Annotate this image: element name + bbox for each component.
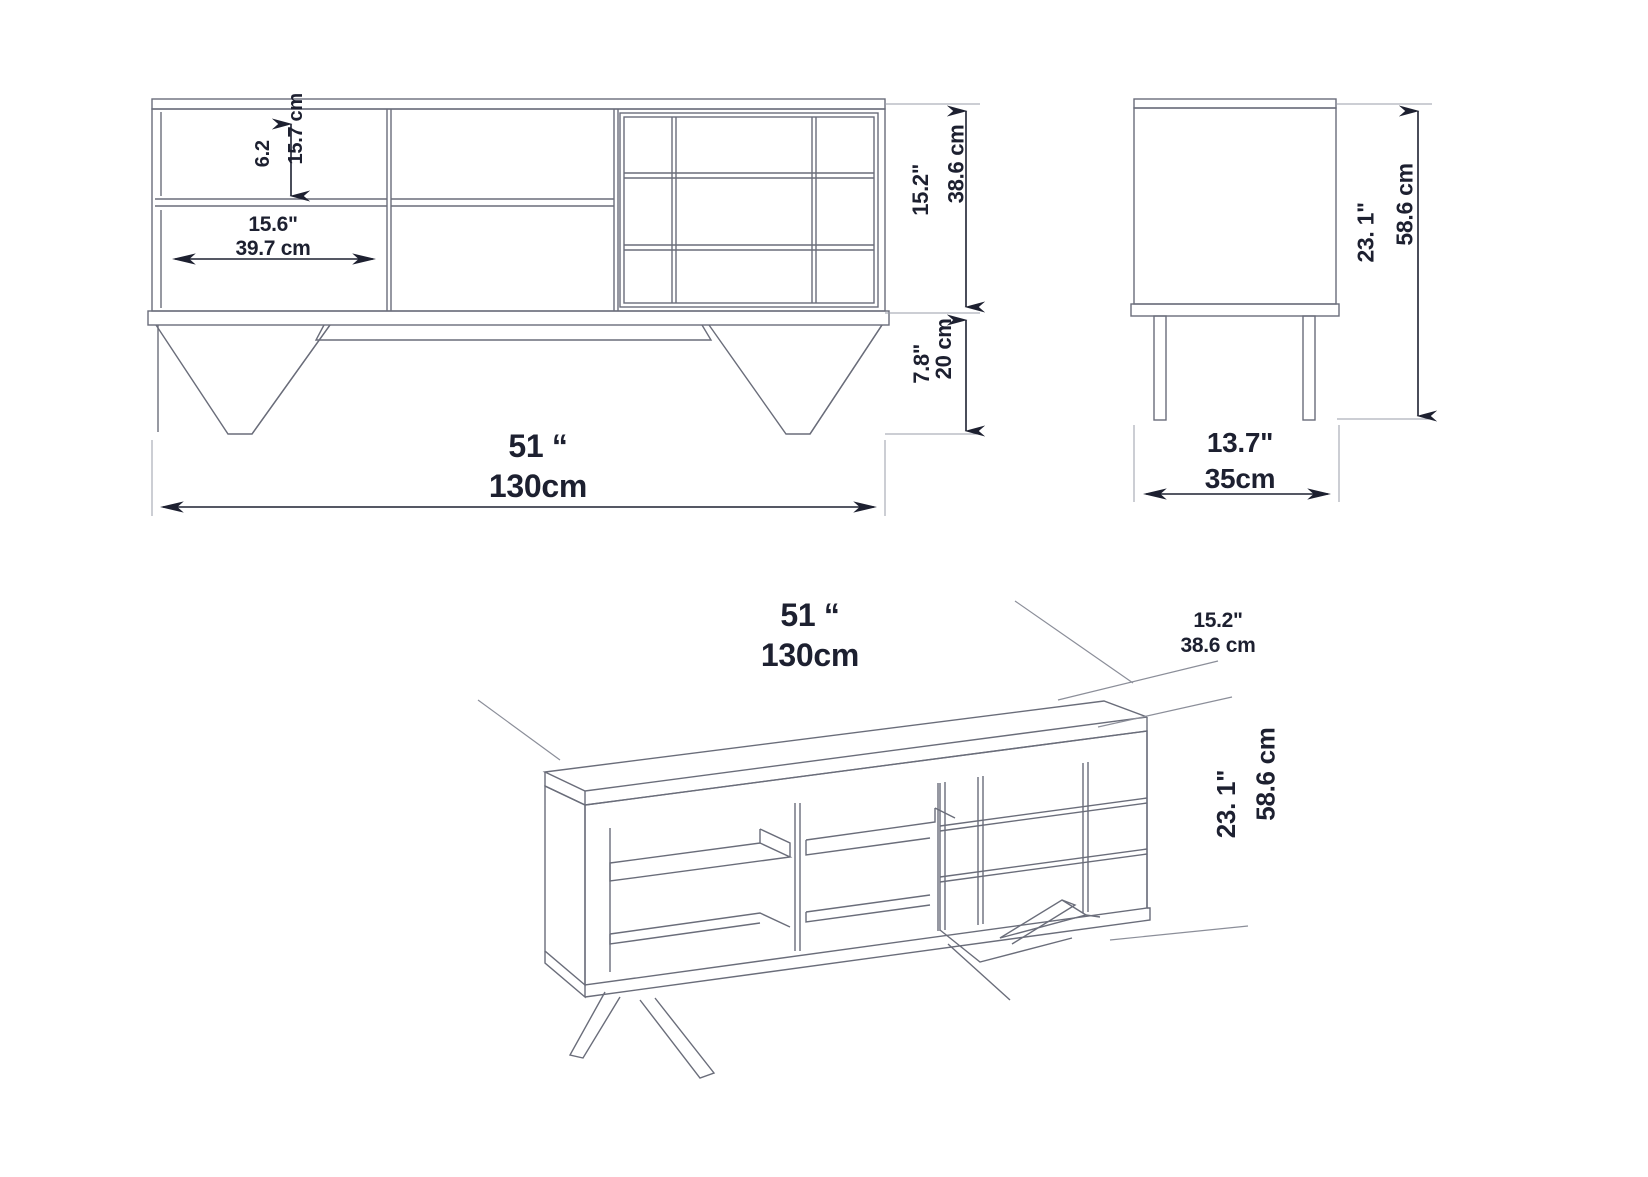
- perspective-depth-cm: 38.6 cm: [1180, 634, 1256, 657]
- front-compartment-width-cm: 39.7 cm: [235, 237, 311, 260]
- front-cabinet-height-cm: 38.6 cm: [943, 124, 969, 204]
- front-view-geometry: [147, 98, 890, 435]
- side-depth-inches: 13.7": [1206, 427, 1274, 458]
- front-shelf-gap-cm: 15.7 cm: [285, 93, 308, 165]
- perspective-height-cm: 58.6 cm: [1250, 727, 1281, 821]
- front-cabinet-height-inches: 15.2": [908, 164, 934, 216]
- side-total-height-cm: 58.6 cm: [1391, 163, 1418, 246]
- front-leg-height-cm: 20 cm: [931, 318, 957, 380]
- side-view-dimension-lines: [1142, 105, 1438, 500]
- front-view-dimension-lines: [171, 118, 377, 265]
- front-total-width-cm: 130cm: [488, 468, 588, 504]
- side-total-height-inches: 23. 1": [1352, 202, 1379, 263]
- side-depth-cm: 35cm: [1204, 463, 1276, 494]
- perspective-width-cm: 130cm: [760, 637, 860, 673]
- perspective-width-inches: 51 “: [780, 597, 840, 633]
- side-view-geometry: [1130, 98, 1340, 421]
- front-compartment-width-inches: 15.6": [248, 213, 298, 236]
- front-shelf-gap-inches: 6.2: [252, 140, 275, 168]
- front-view-extension-lines: [151, 103, 980, 516]
- front-total-width-inches: 51 “: [508, 428, 568, 464]
- perspective-depth-inches: 15.2": [1193, 609, 1243, 632]
- perspective-leader-lines: [477, 600, 1249, 941]
- perspective-view-geometry: [542, 700, 1151, 1079]
- perspective-height-inches: 23. 1": [1210, 769, 1241, 839]
